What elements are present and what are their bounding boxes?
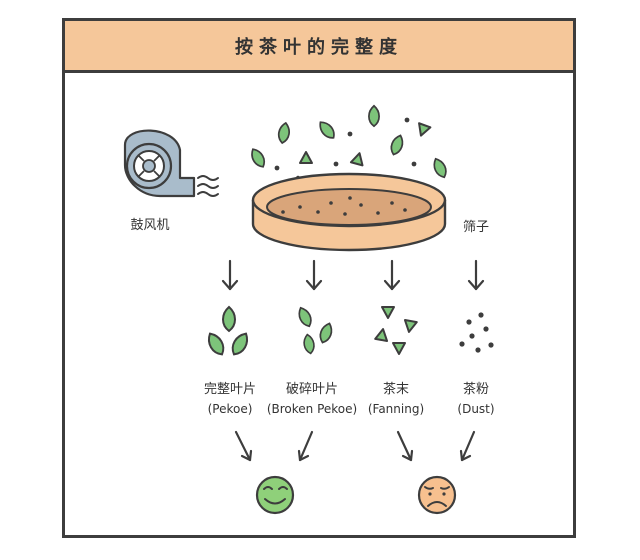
pekoe-leaves-icon [203, 306, 253, 359]
wind-lines-icon [197, 175, 219, 197]
category-name-broken-pekoe: 破碎叶片 [285, 382, 338, 397]
diagram-title: 按茶叶的完整度 [235, 36, 403, 58]
diagram-header: 按茶叶的完整度 [65, 21, 573, 73]
fanning-icon [374, 306, 418, 355]
happy-face-icon [255, 475, 295, 515]
category-name-fanning: 茶末 [382, 382, 409, 397]
dust-icon [459, 312, 494, 353]
sieve-icon [251, 172, 447, 252]
sort-arrows [221, 259, 485, 291]
category-english-dust: (Dust) [457, 402, 495, 416]
category-english-fanning: (Fanning) [367, 402, 425, 416]
category-name-dust: 茶粉 [462, 382, 489, 397]
sieve-label: 筛子 [462, 220, 489, 235]
blower-label: 鼓风机 [130, 218, 170, 233]
blower-icon [123, 129, 196, 198]
diagram-frame: 按茶叶的完整度 [62, 18, 576, 538]
broken-pekoe-icon [295, 304, 336, 356]
category-english-broken-pekoe: (Broken Pekoe) [266, 402, 358, 416]
quality-arrows [234, 430, 476, 462]
category-name-pekoe: 完整叶片 [203, 382, 256, 397]
sad-face-icon [417, 475, 457, 515]
category-english-pekoe: (Pekoe) [207, 402, 253, 416]
flying-tea-particles [247, 104, 450, 181]
